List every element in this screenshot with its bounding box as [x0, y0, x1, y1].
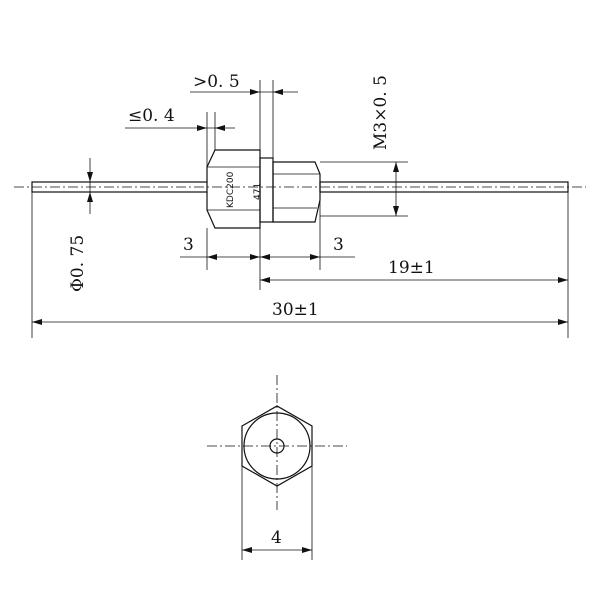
hex-width-label: 4 [271, 528, 282, 548]
side-view: KDC200 471 >0. 5 ≤0. 4 M3×0. 5 [14, 72, 586, 338]
thread-label: M3×0. 5 [371, 75, 391, 150]
end-view: 4 [207, 375, 347, 560]
overall-length-label: 30±1 [272, 300, 319, 320]
hex-length-label: 3 [183, 235, 194, 255]
chamfer-dimension: ≤0. 4 [125, 106, 235, 167]
hex-width-dimension: 4 [241, 466, 313, 560]
lead-hole [269, 438, 285, 454]
lead-diameter-label: Φ0. 75 [68, 235, 88, 292]
thread-dimension: M3×0. 5 [320, 75, 408, 217]
gap-label: >0. 5 [193, 72, 240, 92]
left-lead [31, 181, 208, 193]
code-marking: 471 [253, 183, 263, 200]
hex-inscribed-circle [243, 412, 311, 480]
lead-diameter-dimension: Φ0. 75 [68, 158, 93, 292]
body-length-dimensions: 3 3 [180, 200, 355, 290]
gap-dimension: >0. 5 [190, 72, 298, 158]
lead-length-dimension: 19±1 [260, 192, 569, 338]
part-number-marking: KDC200 [226, 171, 236, 208]
overall-length-dimension: 30±1 [31, 192, 568, 338]
lead-length-label: 19±1 [388, 258, 435, 278]
threaded-neck [272, 161, 321, 223]
neck-length-label: 3 [333, 235, 344, 255]
chamfer-label: ≤0. 4 [128, 106, 175, 126]
